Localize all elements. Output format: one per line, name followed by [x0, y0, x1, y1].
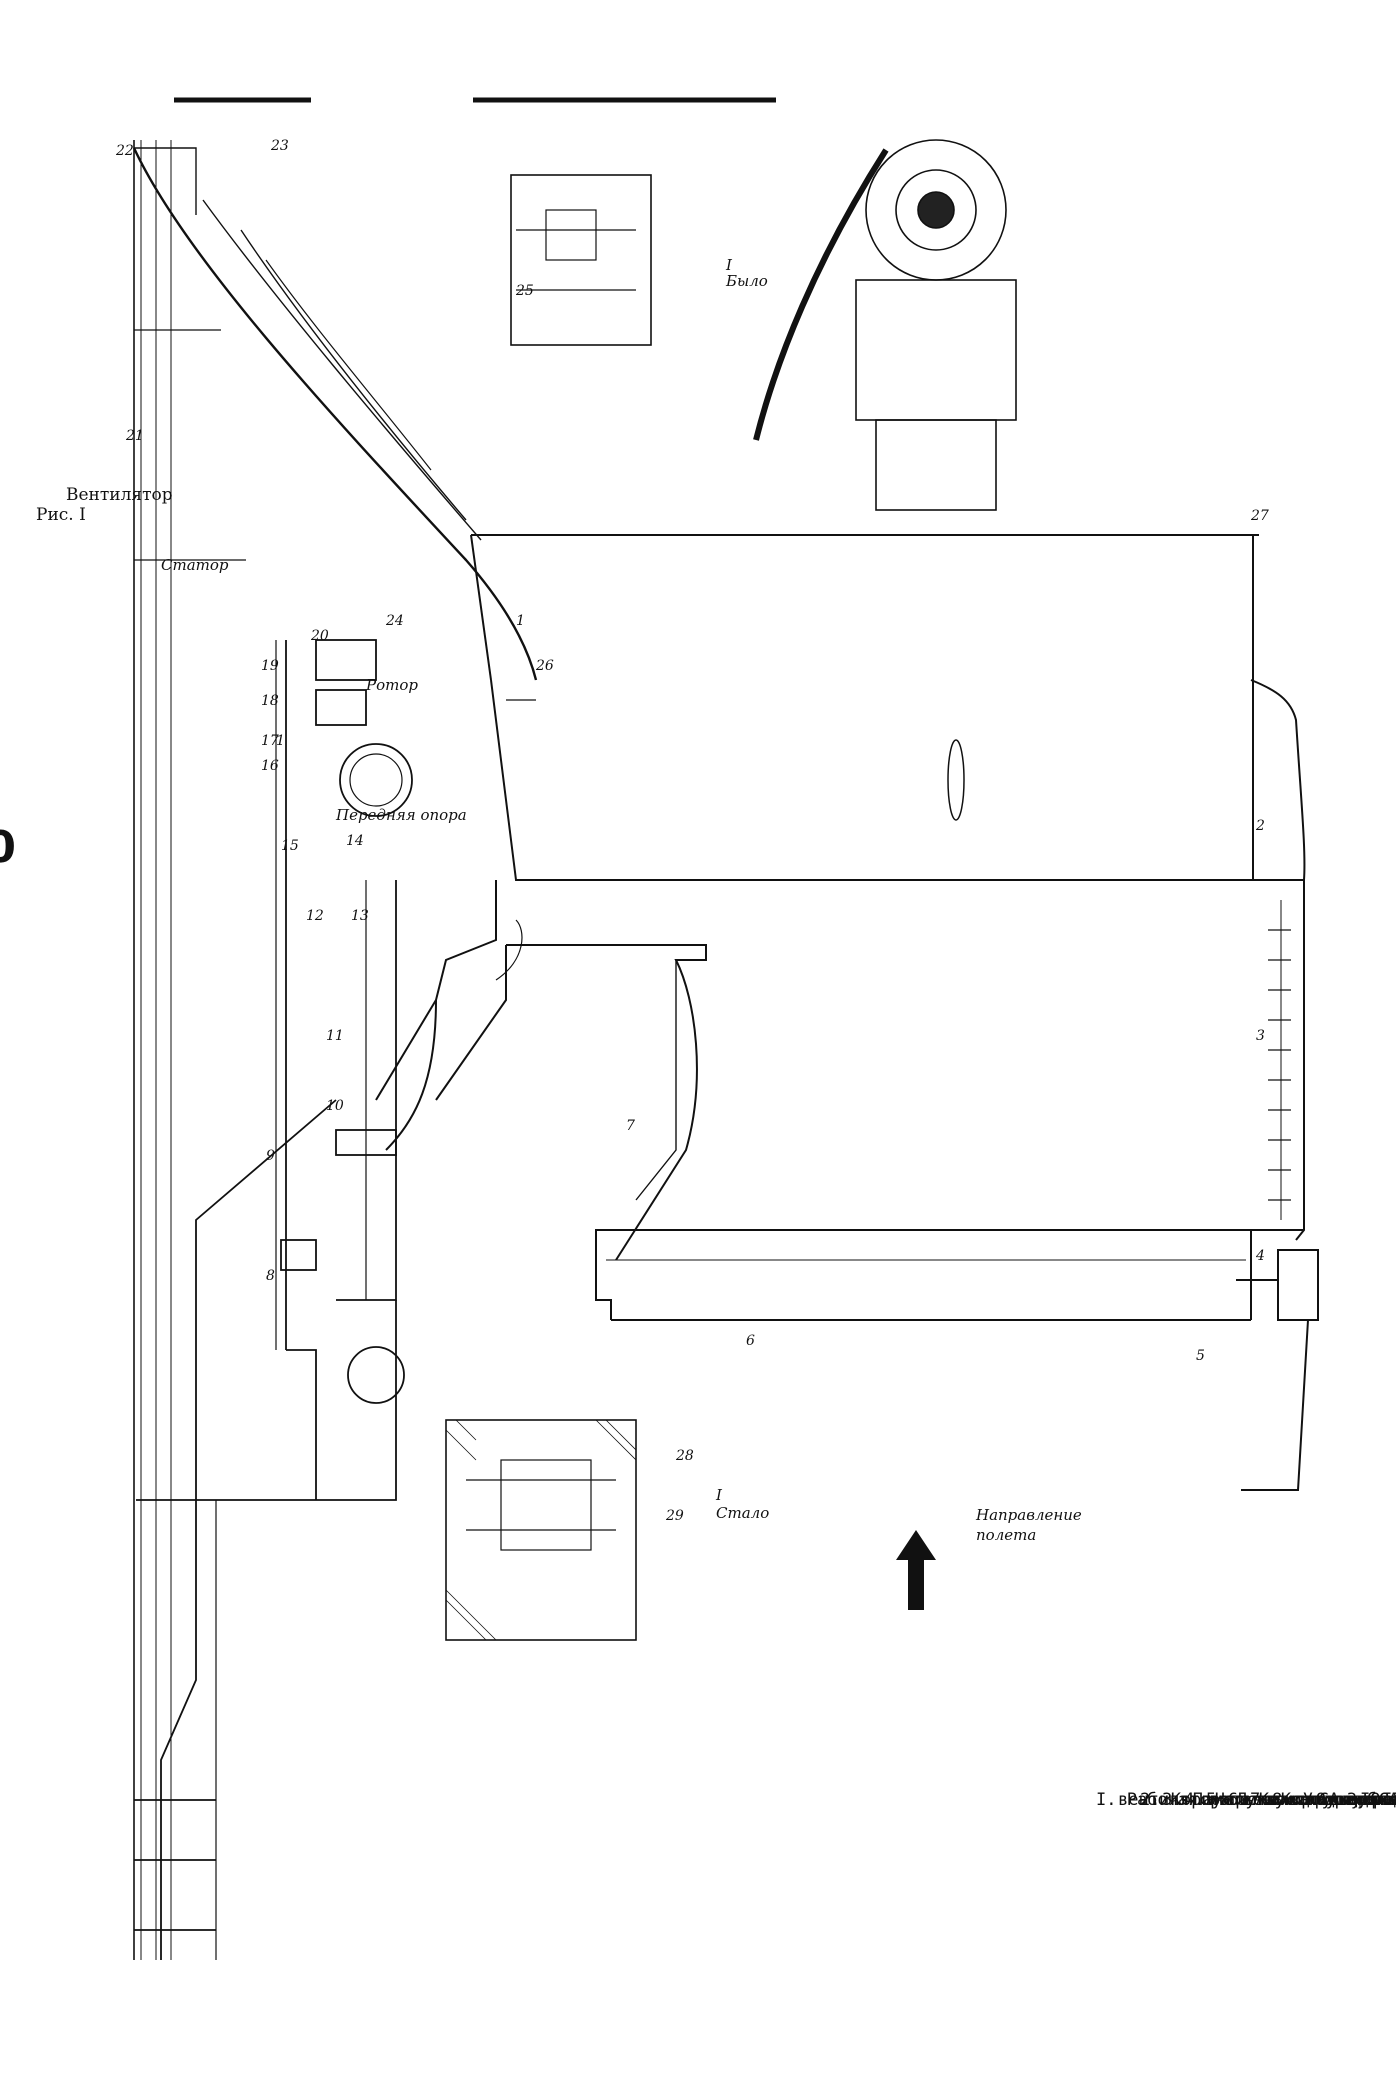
callout: 26: [535, 658, 554, 674]
legend-item: 4. Наружное кольцо СА: [1184, 1790, 1396, 1810]
label-flight-direction: Направление: [975, 1506, 1082, 1524]
callout: 3: [1256, 1028, 1265, 1044]
caption-figure: Рис. I: [36, 505, 86, 525]
callout: 20: [310, 628, 329, 644]
drawing-labels: Статор Ротор Передняя опора Направление …: [161, 256, 1082, 1544]
callout: 1: [276, 733, 285, 749]
label-rotor: Ротор: [365, 676, 418, 694]
legend-item: 9. Зубчатый венец: [1316, 1790, 1396, 1810]
legend-item: 7. Корпус передний: [1250, 1790, 1396, 1810]
front-support: [136, 639, 523, 1501]
fan-blade: [470, 534, 1254, 881]
caption-title: Вентилятор: [66, 485, 173, 505]
callout: 17: [261, 733, 279, 749]
callout: 23: [270, 138, 289, 154]
callout: 8: [266, 1268, 275, 1284]
callout: 9: [266, 1148, 275, 1164]
detail-before: [510, 174, 652, 346]
callout: 10: [326, 1098, 344, 1114]
legend-item: II. Трубопровод: [1382, 1790, 1396, 1810]
label-detail-before: Было: [725, 272, 768, 290]
callout: 21: [125, 428, 144, 444]
label-detail-before-num: I: [725, 256, 733, 274]
callout: 5: [1196, 1348, 1205, 1364]
callout: 6: [746, 1333, 755, 1349]
callout: 22: [115, 143, 134, 159]
callout: 12: [306, 908, 324, 924]
label-detail-after-num: I: [715, 1486, 723, 1504]
engine-thumbnail: [753, 139, 1017, 511]
callout: 28: [675, 1448, 694, 1464]
callout: 14: [346, 833, 364, 849]
fan-casing: [1236, 534, 1319, 1491]
legend-item: торцовое контактное: [1294, 1790, 1396, 1810]
legend-item: 5. Лопатка СА: [1206, 1790, 1339, 1810]
callout: 29: [665, 1508, 684, 1524]
label-detail-after: Стало: [716, 1504, 769, 1522]
legend-item: вентилятора: [1118, 1790, 1231, 1810]
callout: 24: [385, 613, 404, 629]
label-stator: Статор: [161, 556, 229, 574]
callout: 16: [261, 758, 279, 774]
doc-number: 072.21.00: [0, 819, 16, 870]
callout: 25: [515, 283, 534, 299]
callout: 15: [281, 838, 299, 854]
legend-item: I. Рабочая лопатка: [1096, 1790, 1280, 1810]
legend-item: индикатора: [1338, 1790, 1396, 1810]
callout: 11: [326, 1028, 344, 1044]
label-front-support: Передняя опора: [335, 806, 467, 824]
legend-item: 6. Кольцо внутреннее: [1228, 1790, 1396, 1810]
callout: 27: [1250, 508, 1269, 524]
rear-structure: [134, 1500, 217, 1960]
callout: 4: [1255, 1248, 1265, 1264]
stator-vane: [595, 1229, 1251, 1321]
legend-item: 8. Уплотнение радиально-: [1272, 1790, 1396, 1810]
figure-caption: Вентилятор Рис. I 072.21.00: [0, 485, 173, 870]
callout: 18: [261, 693, 279, 709]
detail-after: [445, 1419, 637, 1641]
callout-numbers: 1 2 3 4 5 6 7 8 9 10 11 12 13 14 15 16 1…: [115, 138, 1269, 1524]
callout: 13: [351, 908, 369, 924]
legend-item: 2. Корпус вентилятора: [1140, 1790, 1355, 1810]
engine-centerline: [133, 140, 172, 1960]
front-housing: [375, 880, 707, 1261]
label-flight-direction-2: полета: [976, 1526, 1036, 1544]
legend-item: 3. Панель шумоглушения: [1162, 1790, 1387, 1810]
spinner-cone: [132, 147, 538, 681]
legend-item: IO. Фильтр: [1360, 1790, 1396, 1810]
callout: 2: [1255, 818, 1265, 834]
callout: 19: [261, 658, 279, 674]
callout: 7: [626, 1118, 635, 1134]
flight-direction-arrow: [896, 1530, 936, 1610]
callout: 1: [516, 613, 525, 629]
